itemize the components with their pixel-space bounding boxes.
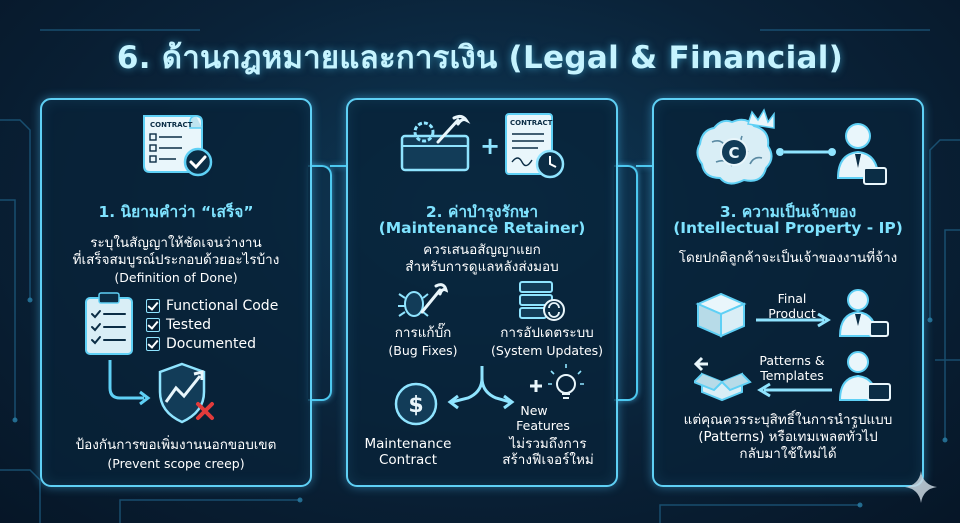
- panel3-heading-line2: (Intellectual Property - IP): [673, 219, 903, 237]
- panel3-bottom-line2: (Patterns) หรือเทมเพลตทั่วไป: [698, 429, 878, 445]
- bug-fixes-label: การแก้บั๊ก: [394, 325, 452, 341]
- new-features-label-line2: Features: [516, 418, 570, 433]
- arrow-right-icon: [756, 312, 831, 328]
- bug-wrench-icon: [398, 283, 448, 317]
- maintenance-contract-label-line2: Contract: [378, 452, 438, 468]
- system-updates-label: การอัปเดตระบบ: [500, 325, 594, 341]
- brain-owner-icon: C: [696, 108, 887, 185]
- final-product-label-line1: Final: [777, 291, 807, 306]
- svg-text:C: C: [728, 144, 739, 162]
- intellectual-property-panel: C 3. ความเป็นเจ้าของ (Intellectual Prope…: [652, 98, 924, 487]
- panel3-bottom-line3: กลับมาใช้ใหม่ได้: [739, 446, 837, 462]
- developer-person-icon: [838, 351, 891, 401]
- panel2-desc-line2: สำหรับการดูแลหลังส่งมอบ: [405, 259, 559, 275]
- panel1-heading: 1. นิยามคำว่า “เสร็จ”: [98, 203, 254, 221]
- panel1-bottom-line1: ป้องกันการขอเพิ่มงานนอกขอบเขต: [75, 437, 277, 453]
- split-arrows-diagram: $: [394, 364, 584, 426]
- new-features-label-line1: New: [520, 403, 548, 418]
- panel-connector-left: [308, 165, 332, 401]
- checklist-item-tested: Tested: [146, 315, 278, 334]
- final-product-label-line2: Product: [768, 306, 816, 321]
- page-title: 6. ด้านกฎหมายและการเงิน (Legal & Financi…: [116, 40, 844, 76]
- contract-label: CONTRACT: [510, 119, 553, 127]
- panel1-desc-line3: (Definition of Done): [114, 270, 238, 285]
- panel1-bottom-line2: (Prevent scope creep): [107, 456, 245, 471]
- maintenance-contract-label-line1: Maintenance: [364, 436, 452, 452]
- panel1-desc-line1: ระบุในสัญญาให้ชัดเจนว่างาน: [90, 235, 262, 251]
- checklist-item-documented: Documented: [146, 334, 278, 353]
- panel2-heading-line2: (Maintenance Retainer): [378, 219, 586, 237]
- panel3-desc: โดยปกติลูกค้าจะเป็นเจ้าของงานที่จ้าง: [678, 250, 898, 266]
- checkbox-icon: [146, 317, 160, 332]
- no-new-features-line2: สร้างฟีเจอร์ใหม่: [502, 452, 594, 468]
- clipboard-checklist-icon: [85, 292, 133, 355]
- toolbox-icon: [400, 114, 471, 172]
- bug-fixes-sublabel: (Bug Fixes): [388, 343, 458, 358]
- panel-connector-right-link: [636, 165, 652, 167]
- patterns-templates-label-line2: Templates: [760, 368, 824, 383]
- panel3-bottom-line1: แต่คุณควรระบุสิทธิ์ในการนำรูปแบบ: [683, 412, 893, 428]
- checklist-item-functional-code: Functional Code: [146, 296, 278, 315]
- contract-icon: CONTRACT: [143, 115, 213, 177]
- sparkle-icon: [905, 471, 937, 503]
- maintenance-retainer-panel: + CONTRACT 2. ค่าบำรุงรักษา (Maintenance…: [346, 98, 618, 487]
- server-update-icon: [519, 281, 565, 321]
- panel2-heading-line1: 2. ค่าบำรุงรักษา: [425, 203, 539, 221]
- shield-scope-icon: [108, 360, 214, 424]
- open-box-icon: [694, 356, 752, 402]
- panel1-desc-line2: ที่เสร็จสมบูรณ์ประกอบด้วยอะไรบ้าง: [72, 252, 280, 268]
- svg-text:$: $: [408, 393, 423, 418]
- box-icon: [695, 292, 747, 338]
- definition-of-done-panel: CONTRACT 1. นิยามคำว่า “เสร็จ” ระบุในสัญ…: [40, 98, 312, 487]
- patterns-templates-label-line1: Patterns &: [759, 353, 825, 368]
- contract-clock-icon: CONTRACT: [505, 113, 565, 179]
- done-checklist: Functional Code Tested Documented: [146, 296, 278, 353]
- panel-connector-left-link: [330, 165, 346, 167]
- no-new-features-line1: ไม่รวมถึงการ: [509, 436, 587, 452]
- panel2-desc-line1: ควรเสนอสัญญาแยก: [423, 242, 541, 258]
- checkbox-icon: [146, 336, 160, 351]
- client-person-icon: [838, 289, 889, 337]
- checkbox-icon: [146, 298, 160, 313]
- arrow-left-icon: [757, 382, 832, 398]
- contract-label: CONTRACT: [150, 121, 193, 129]
- plus-sign: +: [480, 132, 501, 160]
- panel-connector-right: [614, 165, 638, 401]
- panel3-heading-line1: 3. ความเป็นเจ้าของ: [719, 203, 857, 221]
- system-updates-sublabel: (System Updates): [490, 343, 604, 358]
